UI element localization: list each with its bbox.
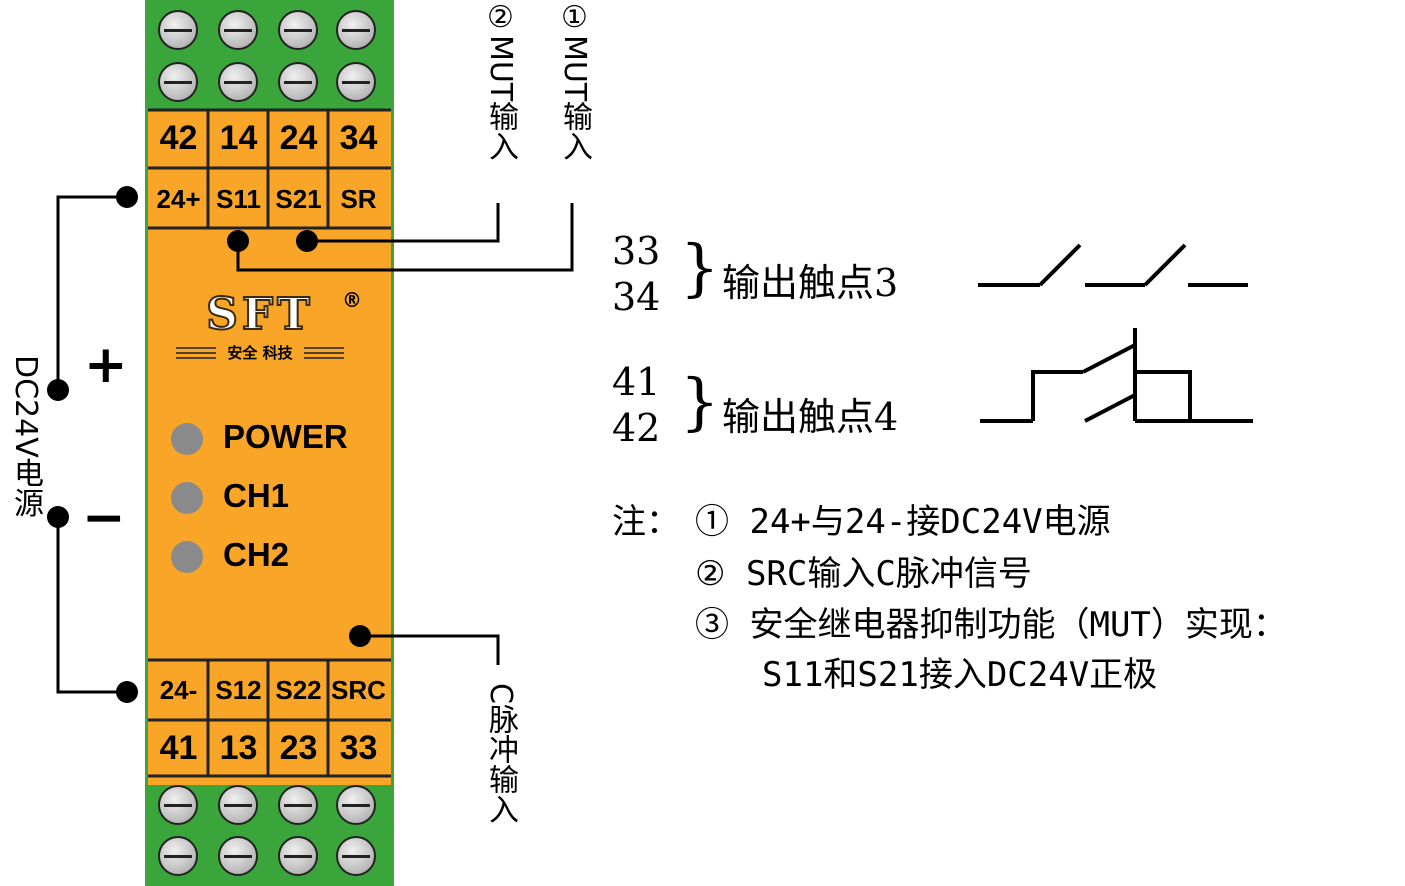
contact3-symbol <box>978 243 1248 287</box>
note-4: S11和S21接入DC24V正极 <box>762 655 1158 695</box>
brand-subtitle: 安全 科技 <box>227 344 293 362</box>
contact3-pin-a: 33 <box>612 229 661 273</box>
contact3-label: 输出触点3 <box>722 261 899 305</box>
terminal-src: SRC <box>331 675 386 705</box>
terminal-24plus: 24+ <box>156 184 201 214</box>
c-pulse-input-label: C脉冲输入 <box>483 683 518 824</box>
ch2-led-icon <box>171 541 203 573</box>
contact4-pin-b: 42 <box>612 406 661 450</box>
screw-icon <box>336 62 376 102</box>
terminal-14: 14 <box>219 119 258 157</box>
screw-icon <box>218 836 258 876</box>
contact4-brace: } <box>680 365 720 438</box>
contact3-brace: } <box>680 231 720 304</box>
note-3: ③ 安全继电器抑制功能（MUT）实现： <box>695 605 1287 645</box>
screw-icon <box>336 10 376 50</box>
terminal-sr: SR <box>340 184 377 214</box>
contact3-pin-b: 34 <box>612 275 661 319</box>
screw-icon <box>336 836 376 876</box>
terminal-34: 34 <box>339 119 378 157</box>
screw-icon <box>278 836 318 876</box>
contact4-symbol <box>980 328 1253 423</box>
terminal-s11: S11 <box>216 184 261 214</box>
screw-icon <box>218 785 258 825</box>
power-supply-label: DC24V电源 <box>8 355 43 518</box>
power-led-icon <box>171 423 203 455</box>
registered-mark: ® <box>342 288 362 312</box>
screw-icon <box>158 785 198 825</box>
notes-prefix: 注： <box>612 502 680 542</box>
contact4-pin-a: 41 <box>612 360 661 404</box>
terminal-41: 41 <box>159 729 198 767</box>
terminal-s12: S12 <box>215 675 262 705</box>
screw-icon <box>278 785 318 825</box>
screw-icon <box>218 10 258 50</box>
terminal-s22: S22 <box>275 675 322 705</box>
led-label-power: POWER <box>223 418 348 455</box>
screw-icon <box>158 836 198 876</box>
terminal-s21: S21 <box>275 184 322 214</box>
screw-icon <box>336 785 376 825</box>
contact4-label: 输出触点4 <box>722 395 899 439</box>
screw-icon <box>278 10 318 50</box>
screw-icon <box>278 62 318 102</box>
screw-icon <box>158 62 198 102</box>
terminal-24: 24 <box>279 119 318 157</box>
terminal-13: 13 <box>219 729 258 767</box>
terminal-33: 33 <box>339 729 378 767</box>
note-1: ① 24+与24-接DC24V电源 <box>695 502 1111 542</box>
terminal-24minus: 24- <box>159 675 198 705</box>
minus-sign: − <box>82 488 126 548</box>
mut1-input-label: ①MUT输入 <box>557 0 592 162</box>
plus-sign: + <box>84 335 128 395</box>
terminal-42: 42 <box>159 119 198 157</box>
led-label-ch1: CH1 <box>223 477 290 514</box>
screw-icon <box>218 62 258 102</box>
note-2: ② SRC输入C脉冲信号 <box>695 554 1032 594</box>
mut2-input-label: ②MUT输入 <box>483 0 518 162</box>
brand-logo: SFT <box>205 289 314 341</box>
led-label-ch2: CH2 <box>223 536 290 573</box>
screw-icon <box>158 10 198 50</box>
terminal-23: 23 <box>279 729 318 767</box>
ch1-led-icon <box>171 482 203 514</box>
logo-lines <box>176 347 344 359</box>
